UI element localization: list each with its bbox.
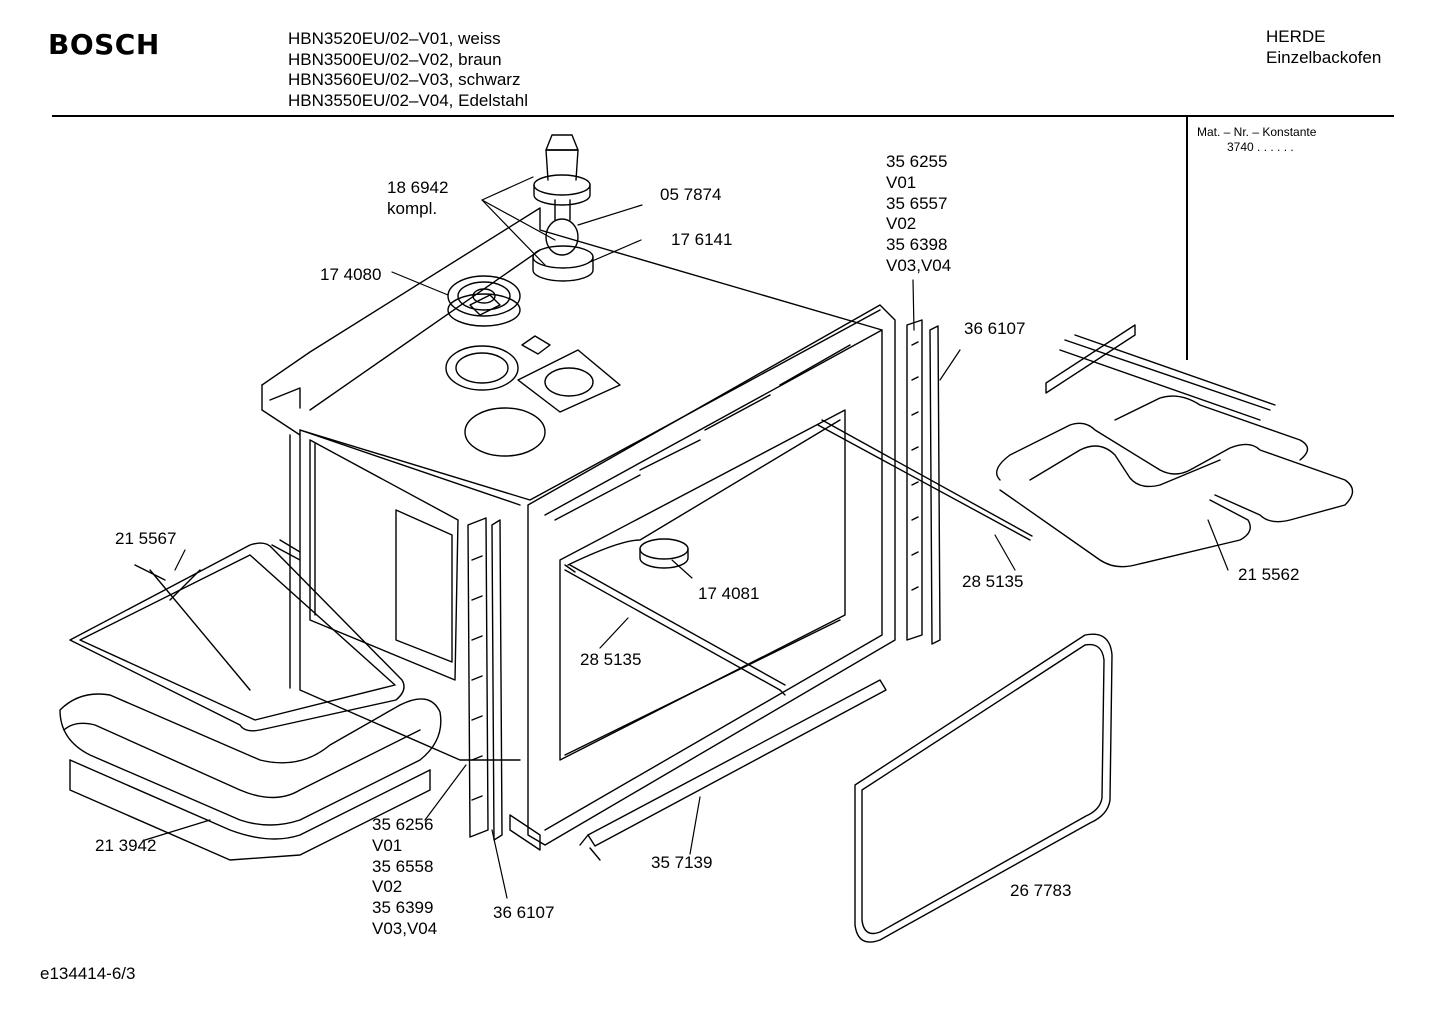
part-label-215562: 21 5562 — [1238, 565, 1300, 584]
category-block: HERDE Einzelbackofen — [1266, 27, 1381, 68]
oven-housing — [261, 207, 883, 761]
part-number: 35 6558 — [372, 856, 434, 876]
bottom-trim — [579, 679, 887, 861]
left-side-rails — [467, 517, 503, 841]
right-side-rails — [906, 319, 941, 645]
part-label-357139: 35 7139 — [651, 853, 713, 872]
part-number: 35 6399 — [372, 898, 434, 918]
part-variant: V03,V04 — [886, 255, 952, 275]
part-label-213942: 21 3942 — [95, 836, 157, 855]
door-seal — [854, 633, 1113, 943]
insulation-mat — [59, 693, 442, 861]
part-number: 35 6255 — [886, 152, 948, 171]
thermostat-assembly — [532, 134, 594, 282]
top-cutouts — [445, 275, 621, 457]
part-number: 18 6942 — [387, 178, 449, 197]
part-variant: V01 — [372, 835, 403, 855]
front-frame — [509, 304, 896, 851]
leader-lines — [144, 176, 1229, 899]
header-divider — [52, 115, 1394, 117]
bosch-logo: BOSCH — [48, 28, 160, 61]
part-label-174080: 17 4080 — [320, 265, 382, 284]
part-number: 35 6398 — [886, 235, 948, 255]
switch-plate — [447, 293, 521, 327]
part-number: 35 6557 — [886, 193, 948, 213]
model-list: HBN3520EU/02–V01, weiss HBN3500EU/02–V02… — [288, 29, 528, 111]
mat-nr-block: Mat. – Nr. – Konstante 3740 . . . . . . — [1197, 125, 1316, 155]
category-subtitle: Einzelbackofen — [1266, 47, 1382, 67]
part-label-285135-left: 28 5135 — [580, 650, 642, 669]
bottom-heating-element — [69, 539, 405, 732]
part-variant: V02 — [886, 214, 917, 234]
category-title: HERDE — [1266, 27, 1326, 46]
part-label-356255: 35 6255 V01 35 6557 V02 35 6398 V03,V04 — [886, 152, 951, 277]
part-number: 35 6256 — [372, 815, 434, 834]
part-label-215567: 21 5567 — [115, 529, 177, 548]
part-variant: V01 — [886, 172, 917, 192]
part-label-267783: 26 7783 — [1010, 881, 1072, 900]
model-line: HBN3560EU/02–V03, schwarz — [288, 70, 521, 90]
model-line: HBN3550EU/02–V04, Edelstahl — [288, 90, 529, 110]
part-label-174081: 17 4081 — [698, 584, 760, 603]
shelf-runners — [564, 419, 1033, 696]
part-label-057874: 05 7874 — [660, 185, 722, 204]
part-label-356256: 35 6256 V01 35 6558 V02 35 6399 V03,V04 — [372, 815, 437, 940]
mat-nr-label: Mat. – Nr. – Konstante — [1197, 125, 1317, 139]
part-label-285135-right: 28 5135 — [962, 572, 1024, 591]
part-variant: V03,V04 — [372, 918, 438, 938]
model-line: HBN3520EU/02–V01, weiss — [288, 29, 501, 48]
part-label-366107-bottom: 36 6107 — [493, 903, 555, 922]
part-note: kompl. — [387, 198, 438, 218]
part-label-366107-top: 36 6107 — [964, 319, 1026, 338]
part-variant: V02 — [372, 877, 403, 897]
lamp-cover — [639, 538, 689, 569]
top-heating-element — [996, 324, 1354, 568]
model-line: HBN3500EU/02–V02, braun — [288, 49, 502, 69]
mat-nr-value: 3740 . . . . . . — [1227, 140, 1294, 154]
part-label-186942: 18 6942 kompl. — [387, 178, 448, 220]
side-divider — [1186, 117, 1188, 360]
part-label-176141: 17 6141 — [671, 230, 733, 249]
drawing-code: e134414-6/3 — [40, 964, 136, 983]
